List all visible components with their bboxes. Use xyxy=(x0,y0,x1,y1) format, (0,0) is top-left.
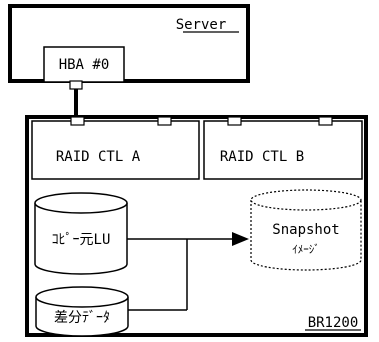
snapshot-image-cylinder: Snapshot ｲﾒｰｼﾞ xyxy=(250,189,362,271)
controller-b-port-2 xyxy=(318,116,333,126)
controller-b-label: RAID CTL B xyxy=(220,149,304,165)
raid-controller-a: RAID CTL A xyxy=(31,116,200,180)
hba-label: HBA #0 xyxy=(59,57,110,73)
copy-source-lu-label: ｺﾋﾟｰ元LU xyxy=(52,232,111,248)
copy-source-lu-cylinder: ｺﾋﾟｰ元LU xyxy=(34,192,128,275)
storage-label: BR1200 xyxy=(308,315,359,331)
arrow-head xyxy=(232,232,249,246)
raid-controller-b: RAID CTL B xyxy=(203,116,363,180)
server-label: Server xyxy=(176,17,227,33)
snapshot-label: Snapshot xyxy=(272,222,339,238)
data-flow-arrow xyxy=(127,232,249,311)
snapshot-sublabel: ｲﾒｰｼﾞ xyxy=(292,243,320,256)
diff-data-label: 差分ﾃﾞｰﾀ xyxy=(54,310,110,326)
controller-a-label: RAID CTL A xyxy=(56,149,141,165)
hba-box: HBA #0 xyxy=(43,46,125,90)
controller-a-port-1 xyxy=(70,116,85,126)
diff-data-cylinder: 差分ﾃﾞｰﾀ xyxy=(35,286,129,337)
hba-port xyxy=(69,80,83,90)
controller-a-port-2 xyxy=(157,116,172,126)
controller-b-port-1 xyxy=(227,116,242,126)
